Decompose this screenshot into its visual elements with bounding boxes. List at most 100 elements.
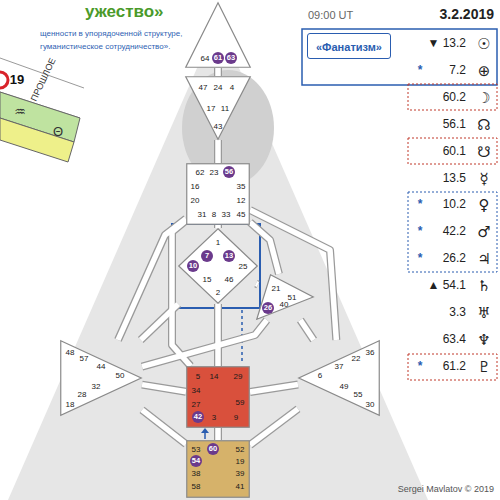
activation-value: 10.2 [443, 199, 466, 212]
gate-number: 51 [288, 293, 297, 302]
gate-number: 29 [234, 372, 243, 381]
planet-symbol: ☋ [477, 143, 490, 160]
gate-number: 3 [212, 413, 216, 422]
center-outline [187, 164, 250, 225]
planet-symbol: ♇ [477, 359, 490, 376]
gate-number: 62 [196, 168, 205, 177]
planet-symbol: ♂ [477, 224, 490, 241]
arrow-marker [201, 428, 209, 433]
gate-number: 44 [97, 362, 106, 371]
gate-number: 25 [239, 262, 248, 271]
mark-asterisk: * [418, 64, 423, 77]
channel-fill [300, 320, 313, 340]
wheel-symbol: Θ [53, 125, 63, 139]
gate-number: 60 [207, 443, 219, 455]
mark-asterisk: * [418, 226, 423, 239]
time-stamp: 09:00 UT [308, 9, 353, 21]
gate-number: 34 [192, 386, 201, 395]
gate-number: 35 [237, 182, 246, 191]
activation-value: 56.1 [443, 118, 466, 131]
channel [214, 225, 222, 228]
gate-number: 21 [272, 284, 281, 293]
gate-number: 58 [192, 482, 201, 491]
gate-number: 41 [236, 482, 245, 491]
mark-asterisk: * [418, 253, 423, 266]
channel [214, 428, 222, 440]
activation-value: 61.2 [443, 360, 466, 373]
theme-title: «Фанатизм» [316, 41, 382, 53]
gate-number: 57 [80, 354, 89, 363]
channel-fill [141, 304, 179, 340]
wheel-band [0, 118, 74, 162]
gate-number: 26 [262, 302, 274, 314]
activation-value: 63.4 [443, 333, 466, 346]
gate-number: 10 [187, 260, 199, 272]
channel [256, 280, 258, 289]
center-outline [299, 341, 380, 416]
copyright: Sergei Mavlatov © 2019 [398, 485, 494, 495]
planet-symbol: ☽ [477, 90, 490, 107]
channel [250, 384, 298, 392]
gate-number: 2 [216, 288, 220, 297]
date: 3.2.2019 [440, 7, 495, 22]
mark-asterisk: * [418, 360, 423, 373]
activation-value: 26.2 [443, 253, 466, 266]
gate-number: 24 [214, 83, 223, 92]
gate-number: 36 [366, 348, 375, 357]
channel [142, 410, 186, 444]
activation-value: 3.3 [449, 306, 466, 319]
planet-symbol: ⊕ [478, 63, 491, 80]
gate-number: 14 [210, 372, 219, 381]
line-number: 19 [10, 73, 24, 87]
planet-symbol: ☊ [477, 116, 490, 133]
channel-fill [118, 219, 186, 340]
energy-center: 622356163520123183345 [186, 163, 250, 225]
gate-number: 23 [210, 168, 219, 177]
gate-number: 11 [221, 104, 229, 113]
gate-number: 54 [190, 455, 202, 467]
center-outline [187, 441, 250, 498]
channel-fill [250, 384, 298, 392]
target-mark [0, 72, 8, 88]
group-frame [408, 138, 497, 164]
planet-symbol: ☿ [479, 170, 488, 187]
channel-fill [256, 281, 258, 287]
gate-number: 18 [66, 400, 75, 409]
gate-number: 22 [352, 354, 361, 363]
channel-fill [250, 409, 298, 445]
zodiac-symbol: ♒ [14, 105, 26, 119]
gate-number: 40 [280, 300, 289, 309]
gate-number: 19 [236, 457, 245, 466]
center-outline [186, 77, 251, 140]
gate-number: 39 [236, 469, 245, 478]
arrow-marker [204, 432, 206, 439]
planet-symbol: ♃ [477, 251, 490, 268]
gate-number: 52 [236, 445, 245, 454]
gate-number: 20 [191, 196, 200, 205]
channel-fill [215, 304, 221, 366]
gate-number: 13 [223, 250, 235, 262]
planet-symbol: ☉ [477, 36, 490, 53]
gate-number: 1 [216, 238, 220, 247]
channel-fill [142, 410, 186, 444]
channel [142, 385, 186, 392]
center-outline [186, 3, 251, 68]
planet-symbol: ♀ [479, 197, 490, 214]
gate-number: 12 [237, 196, 246, 205]
activation-value: ▲ 54.1 [427, 280, 466, 293]
channel [214, 140, 222, 163]
channel [300, 320, 313, 340]
gate-number: 16 [191, 182, 200, 191]
channel [214, 68, 222, 76]
channel [172, 220, 191, 366]
gate-number: 47 [199, 83, 208, 92]
channel [142, 320, 267, 367]
activation-value: 13.5 [443, 172, 466, 185]
activation-value: 60.2 [443, 91, 466, 104]
group-frame [408, 84, 497, 110]
activation-value: 7.2 [449, 64, 466, 77]
subtitle: щенности в упорядоченной структуре, [40, 30, 182, 39]
activation-value: ▼ 13.2 [427, 37, 466, 50]
